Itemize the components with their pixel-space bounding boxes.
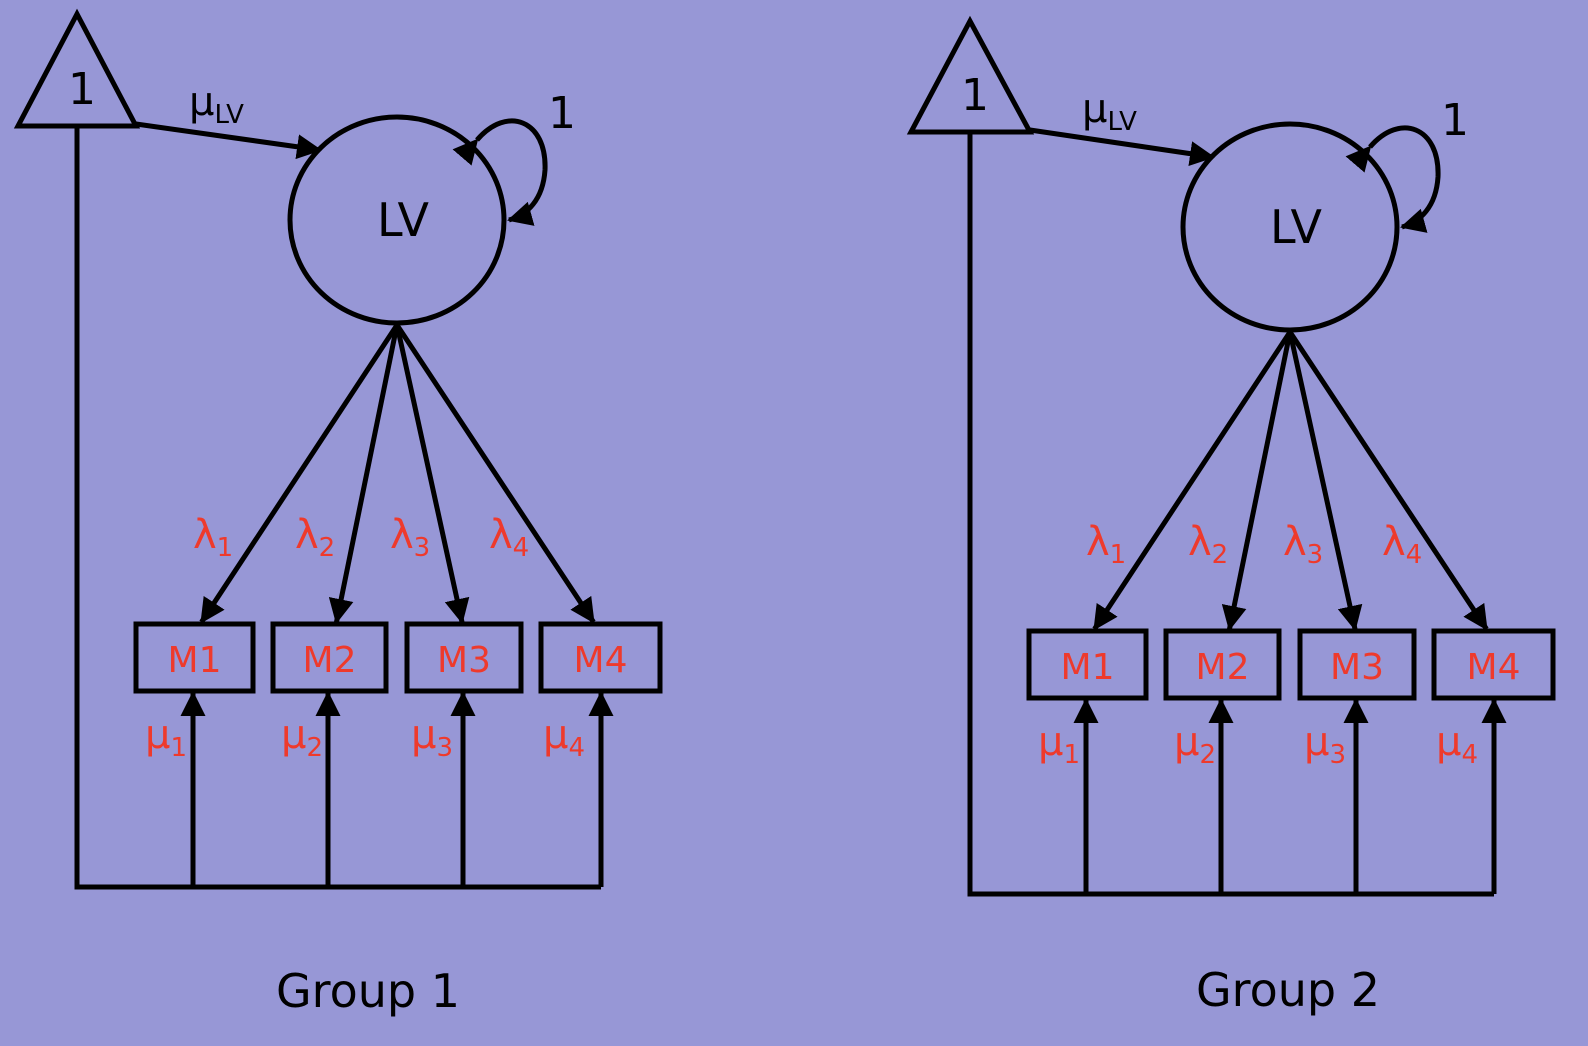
loading-label-2: λ2 [295,512,335,563]
intercept-label-4-subscript: 4 [1461,740,1478,770]
intercept-label-1-subscript: 1 [1063,740,1080,770]
intercept-label-2-symbol: μ [281,712,306,758]
loading-label-1-symbol: λ [193,512,217,558]
constant-rail [967,132,1494,897]
constant-label: 1 [68,64,96,115]
latent-variable: LV [1180,121,1400,333]
intercept-label-3-symbol: μ [1304,719,1329,765]
loading-label-1-subscript: 1 [217,533,234,563]
indicator-label: M1 [168,640,222,681]
indicator-m1: M1 [133,621,256,694]
intercept-label-2: μ2 [281,712,323,763]
latent-mean-label-subscript: LV [214,100,244,130]
variance-loop [452,118,548,226]
latent-mean-path [135,121,322,160]
latent-mean-label: μLV [189,79,244,130]
variance-label: 1 [1441,95,1469,146]
intercept-label-1-symbol: μ [145,712,170,758]
loading-label-2-subscript: 2 [319,533,336,563]
loading-label-1-subscript: 1 [1110,540,1127,570]
intercept-label-2-symbol: μ [1174,719,1199,765]
loading-label-1: λ1 [193,512,233,563]
loading-label-3-symbol: λ [390,512,414,558]
intercept-label-1: μ1 [145,712,187,763]
indicator-m4: M4 [1431,628,1556,701]
loading-path-4 [394,323,596,624]
intercept-label-4-symbol: μ [543,712,568,758]
latent-mean-label-subscript: LV [1107,107,1137,137]
loading-label-3: λ3 [390,512,430,563]
loading-label-4-symbol: λ [489,512,513,558]
indicator-label: M1 [1061,647,1115,688]
indicator-m2: M2 [270,621,389,694]
indicator-m2: M2 [1163,628,1282,701]
loading-label-3: λ3 [1283,519,1323,570]
intercept-label-1-subscript: 1 [170,733,187,763]
indicator-m4: M4 [538,621,663,694]
constant-triangle: 1 [906,15,1035,135]
intercept-label-1: μ1 [1038,719,1080,770]
intercept-label-2: μ2 [1174,719,1216,770]
indicator-label: M4 [574,640,628,681]
intercept-label-3: μ3 [411,712,453,763]
group-label: Group 2 [1196,963,1380,1017]
loading-label-4-subscript: 4 [1406,540,1423,570]
latent-label: LV [377,193,430,247]
loading-label-3-subscript: 3 [414,533,431,563]
constant-label: 1 [961,70,989,121]
loading-label-4: λ4 [1382,519,1422,570]
latent-mean-path [1029,127,1215,167]
intercept-label-4-subscript: 4 [568,733,585,763]
indicator-label: M2 [303,640,357,681]
indicator-m1: M1 [1026,628,1149,701]
variance-loop [1345,125,1441,233]
indicator-m3: M3 [1297,628,1417,701]
intercept-label-1-symbol: μ [1038,719,1063,765]
loading-path-2 [1221,331,1293,631]
constant-rail [74,126,601,890]
loading-label-2-symbol: λ [295,512,319,558]
indicator-label: M3 [437,640,491,681]
loading-label-1: λ1 [1086,519,1126,570]
loading-label-1-symbol: λ [1086,519,1110,565]
loading-path-3 [394,324,470,624]
loading-label-2-subscript: 2 [1212,540,1229,570]
loading-path-3 [1287,331,1363,631]
indicator-label: M2 [1196,647,1250,688]
loading-label-4-symbol: λ [1382,519,1406,565]
latent-mean-label-symbol: μ [189,79,214,125]
indicator-m3: M3 [404,621,524,694]
latent-variable: LV [287,114,507,326]
loading-label-2-symbol: λ [1188,519,1212,565]
intercept-label-3-subscript: 3 [1329,740,1346,770]
intercept-label-3-symbol: μ [411,712,436,758]
constant-triangle: 1 [13,8,141,129]
loading-path-1 [199,323,400,624]
loading-path-4 [1287,330,1489,631]
latent-mean-label-symbol: μ [1082,86,1107,132]
intercept-label-4-symbol: μ [1436,719,1461,765]
loading-label-3-subscript: 3 [1307,540,1324,570]
loading-label-3-symbol: λ [1283,519,1307,565]
indicator-label: M3 [1330,647,1384,688]
intercept-label-2-subscript: 2 [306,733,323,763]
intercept-label-4: μ4 [543,712,585,763]
indicator-label: M4 [1467,647,1521,688]
group-label: Group 1 [276,964,460,1018]
loading-label-4-subscript: 4 [513,533,530,563]
latent-label: LV [1270,200,1323,254]
loading-label-4: λ4 [489,512,529,563]
latent-mean-label: μLV [1082,86,1137,137]
loading-path-1 [1092,330,1293,631]
intercept-label-4: μ4 [1436,719,1478,770]
intercept-label-2-subscript: 2 [1199,740,1216,770]
loading-label-2: λ2 [1188,519,1228,570]
loading-path-2 [328,324,400,624]
intercept-label-3-subscript: 3 [436,733,453,763]
intercept-label-3: μ3 [1304,719,1346,770]
variance-label: 1 [548,88,576,139]
